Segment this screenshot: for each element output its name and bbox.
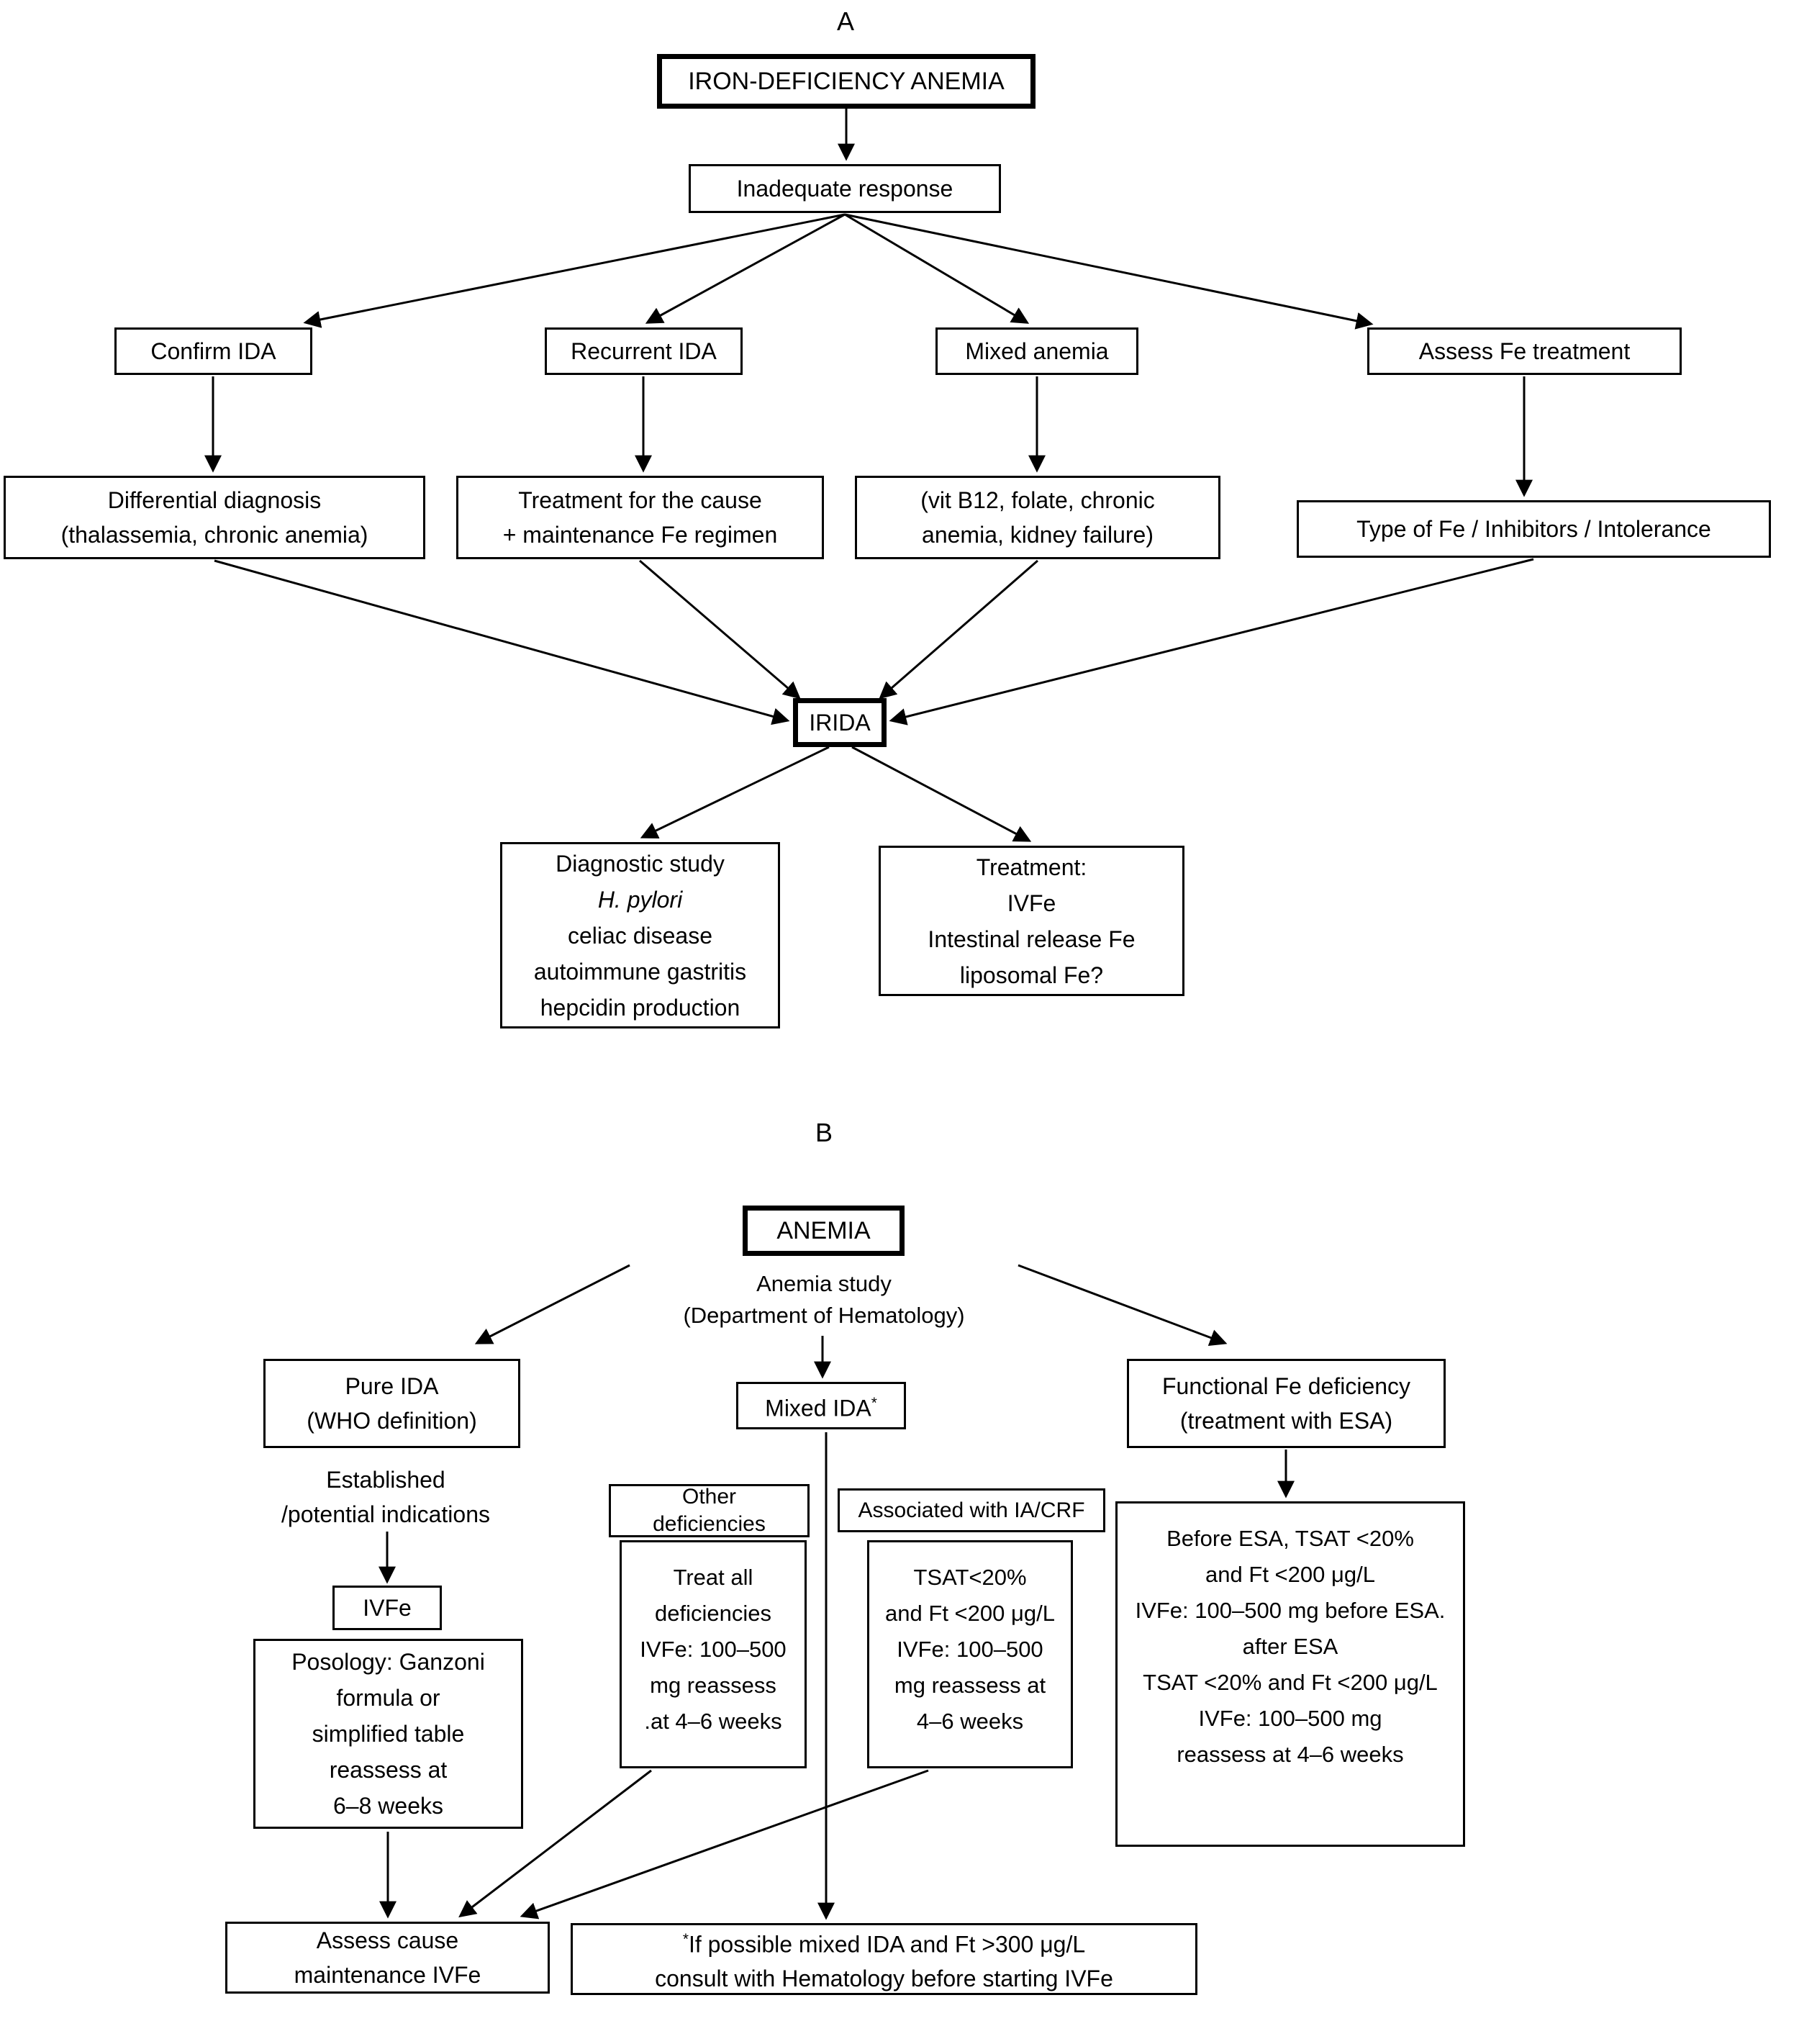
node-differential-diagnosis: Differential diagnosis (thalassemia, chr…	[4, 476, 425, 559]
node-mixed-ida: Mixed IDA*	[736, 1382, 906, 1429]
node-associated-ia-crf: Associated with IA/CRF	[838, 1488, 1105, 1532]
mixed-ida-asterisk: *	[871, 1394, 877, 1411]
panel-b-label: B	[815, 1118, 833, 1147]
node-asterisk-note: *If possible mixed IDA and Ft >300 μg/L …	[571, 1923, 1197, 1995]
arrow-anemiastudy-to-functional	[1018, 1264, 1228, 1347]
node-assess-fe-treatment: Assess Fe treatment	[1367, 327, 1682, 375]
arrow-irida-to-treatment	[851, 746, 1032, 842]
node-inadequate-response: Inadequate response	[689, 164, 1001, 213]
established-indications-text: Established /potential indications	[281, 1467, 490, 1527]
note-asterisk: *	[682, 1930, 689, 1948]
arrow-vitb12-to-irida	[879, 559, 1038, 700]
node-ivfe: IVFe	[332, 1586, 442, 1630]
node-recurrent-ida: Recurrent IDA	[545, 327, 743, 375]
node-treatment-for-cause: Treatment for the cause + maintenance Fe…	[456, 476, 824, 559]
node-before-esa-box: Before ESA, TSAT <20% and Ft <200 μg/L I…	[1115, 1501, 1465, 1847]
panel-a-label: A	[836, 6, 854, 36]
arrow-inadequate-to-recurrent	[645, 213, 846, 324]
node-type-of-fe: Type of Fe / Inhibitors / Intolerance	[1297, 500, 1771, 558]
node-irida: IRIDA	[793, 698, 887, 747]
node-tsat-box: TSAT<20% and Ft <200 μg/L IVFe: 100–500 …	[867, 1540, 1073, 1768]
arrow-treatall-to-assesscause	[458, 1769, 652, 1918]
arrow-differential-to-irida	[214, 559, 790, 725]
node-diagnostic-study: Diagnostic study H. pylori celiac diseas…	[500, 842, 780, 1028]
node-posology: Posology: Ganzoni formula or simplified …	[253, 1639, 523, 1829]
node-vit-b12-folate: (vit B12, folate, chronic anemia, kidney…	[855, 476, 1220, 559]
arrow-typefe-to-irida	[889, 558, 1534, 725]
node-treatment-ivfe: Treatment: IVFe Intestinal release Fe li…	[879, 846, 1184, 996]
arrow-tsat-to-assesscause	[520, 1769, 929, 1919]
node-anemia: ANEMIA	[743, 1206, 905, 1256]
node-mixed-anemia: Mixed anemia	[935, 327, 1138, 375]
arrow-inadequate-to-assessfe	[844, 213, 1374, 330]
h-pylori-italic: H. pylori	[597, 886, 683, 913]
node-pure-ida: Pure IDA (WHO definition)	[263, 1359, 520, 1448]
node-iron-deficiency-anemia: IRON-DEFICIENCY ANEMIA	[657, 54, 1036, 109]
node-other-deficiencies: Other deficiencies	[609, 1484, 810, 1537]
node-assess-cause: Assess cause maintenance IVFe	[225, 1922, 550, 1994]
arrow-irida-to-diagnostic	[640, 746, 830, 838]
arrow-inadequate-to-mixed	[844, 213, 1030, 324]
arrow-anemiastudy-to-pureida	[474, 1264, 630, 1344]
anemia-study-text: Anemia study (Department of Hematology)	[683, 1271, 965, 1328]
arrow-inadequate-to-confirm	[303, 213, 846, 328]
node-treat-all-deficiencies: Treat all deficiencies IVFe: 100–500 mg …	[620, 1540, 807, 1768]
node-functional-fe-deficiency: Functional Fe deficiency (treatment with…	[1127, 1359, 1446, 1448]
arrow-treatmentcause-to-irida	[639, 559, 801, 700]
node-confirm-ida: Confirm IDA	[114, 327, 312, 375]
